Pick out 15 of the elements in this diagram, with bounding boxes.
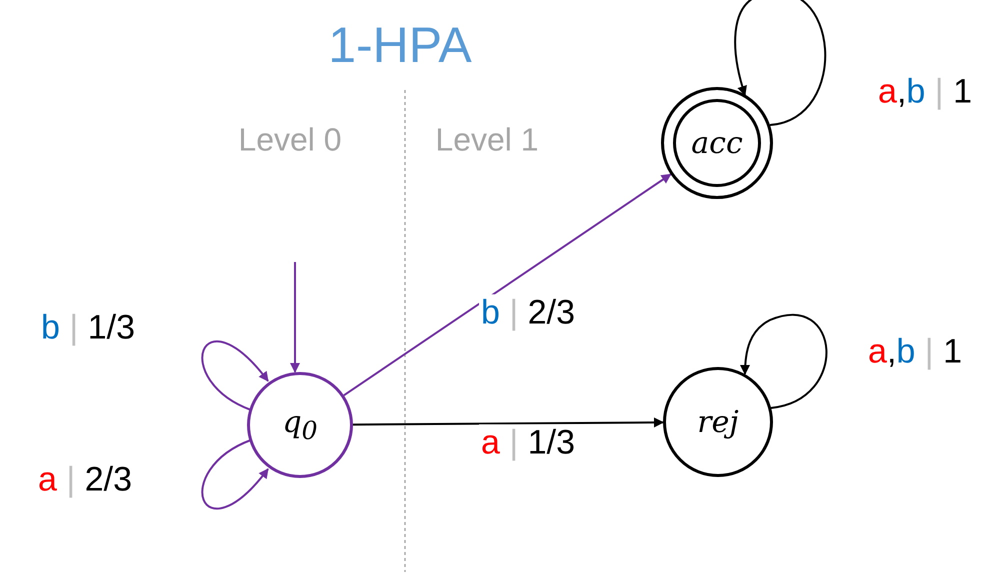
title: 1-HPA bbox=[328, 16, 472, 74]
edge-label: a | 1/3 bbox=[479, 424, 577, 462]
edge-label: b | 2/3 bbox=[479, 294, 577, 332]
level-label: Level 0 bbox=[238, 122, 342, 158]
state-name: rej bbox=[697, 404, 739, 440]
state-name: q$_{0}$ bbox=[282, 405, 318, 445]
arrow bbox=[353, 417, 664, 428]
arrow bbox=[290, 262, 300, 373]
arrow bbox=[343, 174, 672, 396]
arrow bbox=[740, 314, 828, 409]
level-label: Level 1 bbox=[435, 122, 539, 158]
arrow bbox=[201, 439, 269, 510]
state-name: acc bbox=[691, 126, 743, 160]
arrow bbox=[201, 340, 269, 411]
arrow bbox=[734, 0, 826, 126]
